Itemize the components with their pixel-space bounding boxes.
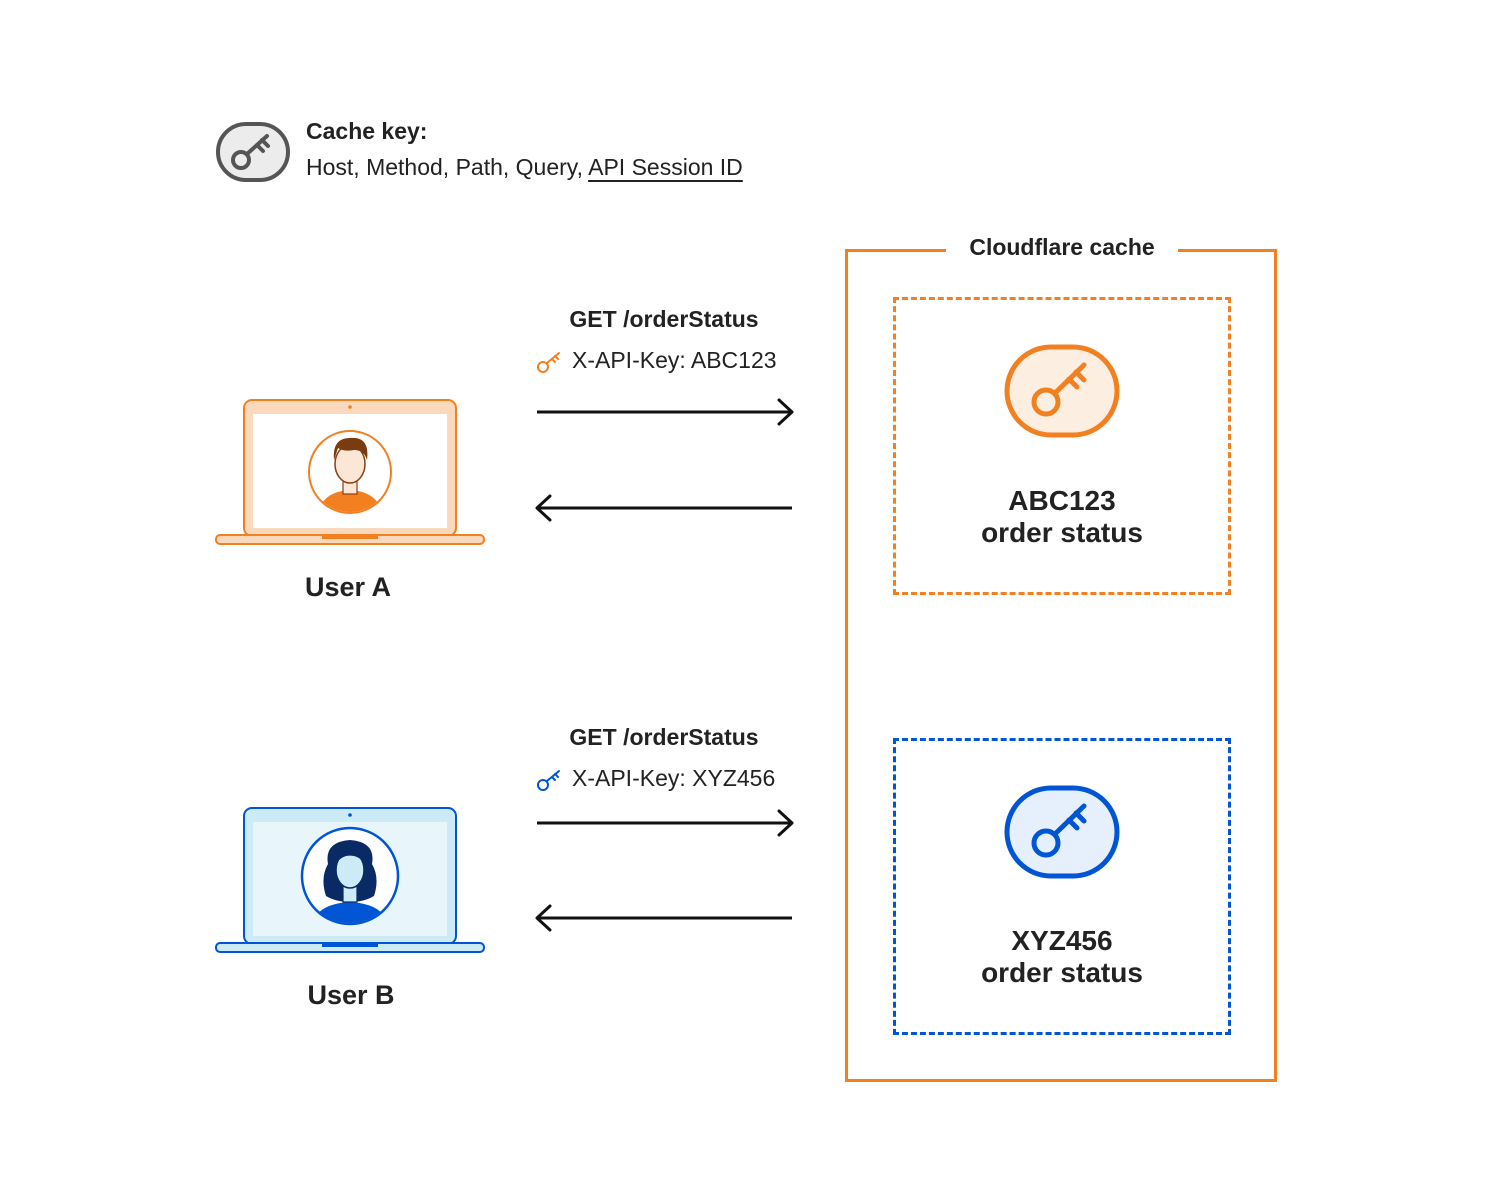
legend-fields: Host, Method, Path, Query, API Session I…: [306, 154, 743, 181]
cache-entry-b-key-value: XYZ456: [1011, 925, 1113, 956]
request-b-method-path: GET /orderStatus: [569, 724, 759, 750]
legend-fields-plain: Host, Method, Path, Query,: [306, 154, 589, 180]
request-a-method-path: GET /orderStatus: [569, 306, 759, 332]
legend-key-icon: [215, 121, 291, 183]
cache-entry-b-description: order status: [981, 957, 1143, 988]
cache-entry-b: [893, 738, 1231, 1035]
request-a-arrow-right: [535, 397, 797, 427]
request-b-api-key: X-API-Key: XYZ456: [572, 765, 776, 791]
cache-entry-b-key-icon: [1004, 785, 1120, 879]
cache-entry-a-key-icon: [1004, 344, 1120, 438]
cache-entry-a-description: order status: [981, 517, 1143, 548]
request-a-api-key: X-API-Key: ABC123: [572, 347, 777, 373]
request-b-key-icon: [535, 768, 563, 792]
user-a-label: User A: [304, 572, 392, 602]
response-b-arrow-left: [532, 903, 794, 933]
legend-fields-underlined: API Session ID: [588, 154, 743, 180]
user-a-laptop-icon: [214, 398, 486, 548]
request-b-arrow-right: [535, 808, 797, 838]
cache-entry-a: [893, 297, 1231, 595]
user-b-label: User B: [307, 980, 395, 1010]
cache-entry-b-label: XYZ456 order status: [893, 925, 1231, 989]
cache-entry-a-label: ABC123 order status: [893, 485, 1231, 549]
request-a-key-icon: [535, 350, 563, 374]
cloudflare-cache-title: Cloudflare cache: [946, 234, 1178, 261]
user-b-laptop-icon: [214, 806, 486, 956]
legend-title: Cache key:: [306, 118, 428, 144]
cache-entry-a-key-value: ABC123: [1008, 485, 1116, 516]
response-a-arrow-left: [532, 493, 794, 523]
